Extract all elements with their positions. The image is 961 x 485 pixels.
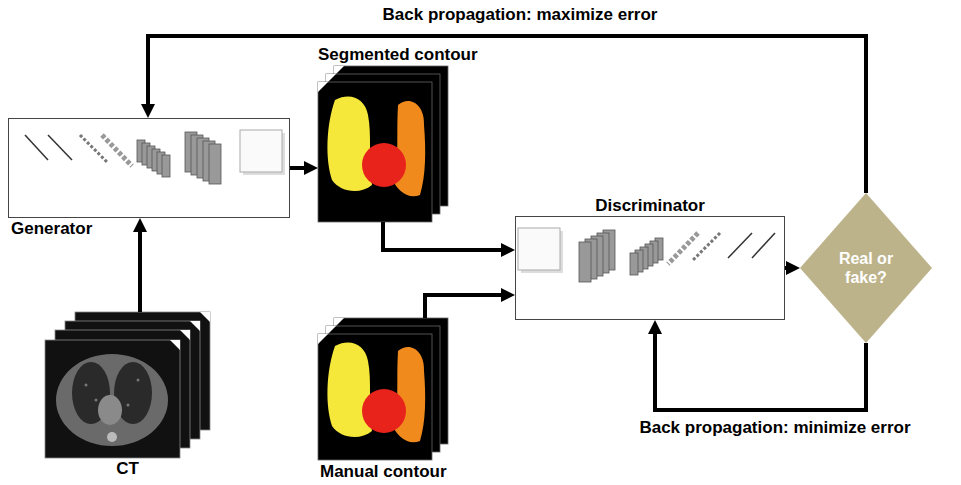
connector-line [655,332,866,410]
contour-image-stack [318,318,448,460]
connector-line [148,36,866,193]
arrow-head [648,320,662,334]
generator-box: Generator [8,118,290,218]
image-stack: CT [45,312,210,458]
arrow-head [141,104,155,118]
connector-line [138,230,142,312]
diamond-fill [800,193,932,343]
connector-line [383,222,503,250]
network-layers [25,130,285,184]
discriminator-box: Discriminator [515,216,785,320]
edge-label: Back propagation: maximize error [380,5,661,25]
connector-arrow [785,261,800,275]
arrow-head [501,288,515,302]
arrow-head [501,243,515,257]
text-group: Manual contour [320,462,447,481]
arrow-head [304,161,318,175]
text-group: Real or fake? [800,193,932,343]
text-group: Generator [11,219,92,238]
connector-arrow [648,320,866,410]
image-stack: Segmented contour [318,66,448,222]
node-label: Discriminator [595,196,705,215]
image-stack: Manual contour [318,318,448,460]
arrow-head [786,261,800,275]
text-group: Discriminator [595,196,705,215]
arrow-head [133,218,147,232]
connector-arrow [383,222,515,257]
decision-text: Real or fake? [835,249,897,287]
node-label: Generator [11,219,92,238]
text-group: CT [116,459,139,478]
diamond-shape [800,193,932,343]
connector-arrow [290,161,318,175]
ct-image-stack [45,312,210,458]
node-label: Segmented contour [318,45,478,64]
network-layers [518,228,775,282]
node-label: CT [116,459,139,478]
node-label: Manual contour [320,462,447,481]
decision-diamond: Real or fake? [800,193,932,343]
connector-line [290,166,306,170]
contour-image-stack [318,66,448,222]
text-group: Segmented contour [318,45,478,64]
connector-arrow [425,288,515,318]
connector-line [425,295,503,318]
connector-arrow [133,218,147,312]
connector-arrow [141,36,866,193]
edge-label: Back propagation: minimize error [636,418,913,438]
